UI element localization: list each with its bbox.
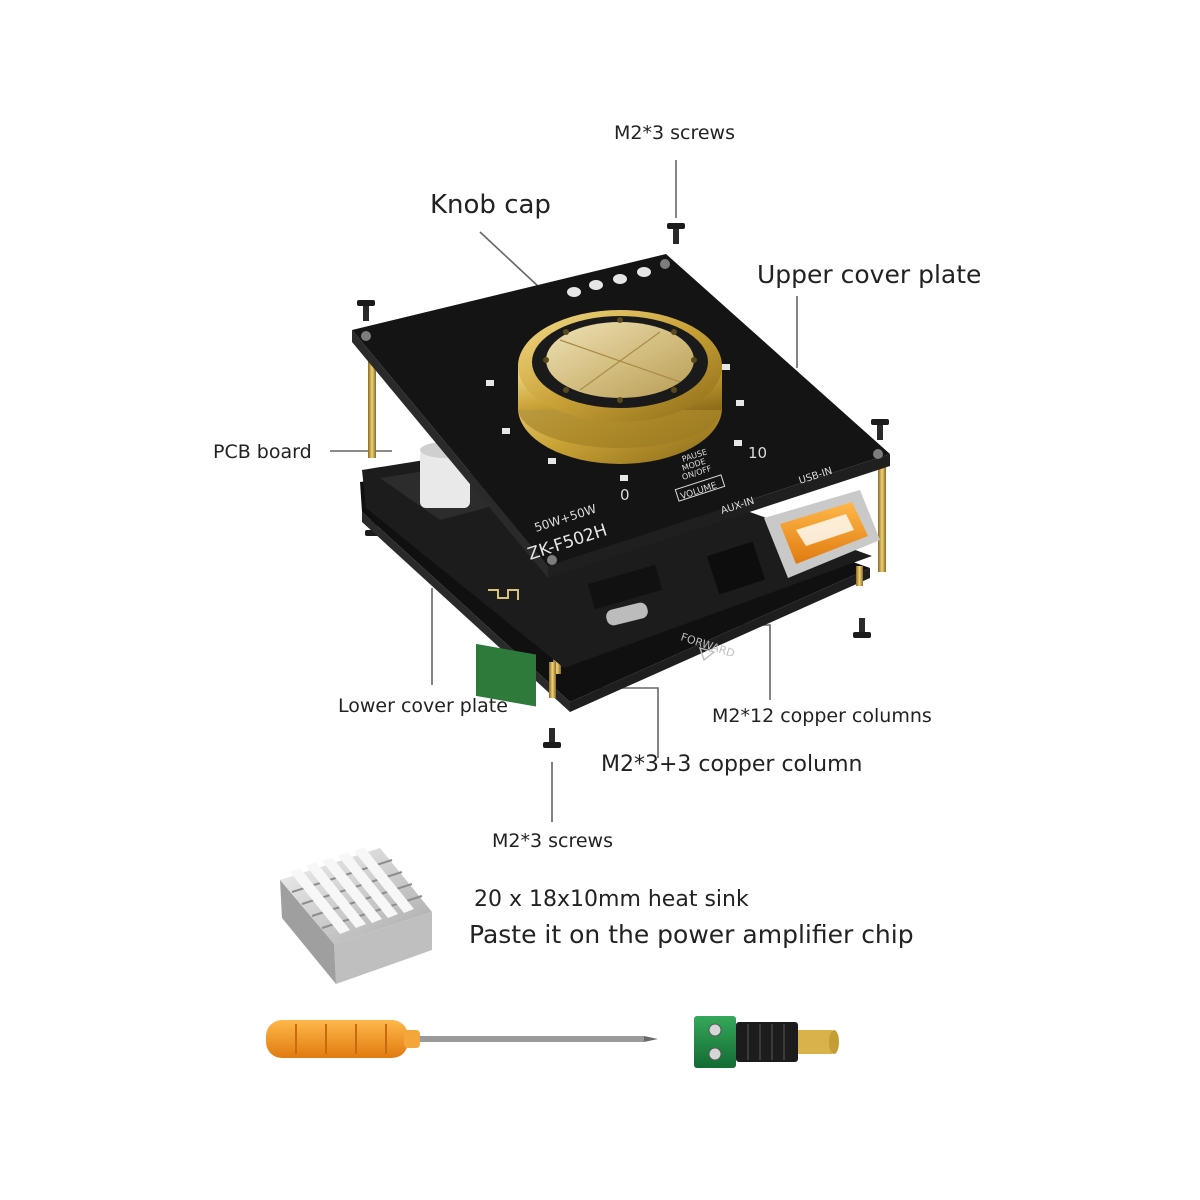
label-heat-sink-note: Paste it on the power amplifier chip — [469, 920, 914, 949]
usb-port — [764, 490, 880, 578]
label-pcb-board: PCB board — [213, 441, 312, 463]
knob-cap — [518, 310, 722, 464]
copper-column — [549, 662, 556, 698]
mount-hole — [547, 555, 557, 565]
label-top-screws: M2*3 screws — [614, 122, 735, 144]
screws — [357, 223, 889, 748]
volume-scale-dots — [486, 364, 744, 481]
mount-hole — [361, 331, 371, 341]
crystal — [606, 602, 648, 626]
label-upper-cover-plate: Upper cover plate — [757, 260, 982, 289]
ic-chip — [587, 564, 663, 610]
copper-column — [856, 566, 863, 586]
label-copper-column-3-3: M2*3+3 copper column — [601, 752, 863, 777]
label-lower-cover-plate: Lower cover plate — [338, 695, 508, 717]
dc-connector-icon — [694, 1016, 839, 1068]
copper-column — [878, 460, 886, 572]
label-heat-sink-size: 20 x 18x10mm heat sink — [474, 887, 749, 912]
bluetooth-module — [476, 643, 536, 707]
screw-icon — [853, 618, 871, 638]
mount-hole — [660, 259, 670, 269]
mount-hole — [873, 449, 883, 459]
screwdriver-icon — [266, 1020, 658, 1058]
scale-min-label: 0 — [620, 486, 630, 504]
label-knob-cap: Knob cap — [430, 190, 551, 220]
scale-max-label: 10 — [748, 444, 767, 462]
screw-icon — [357, 300, 375, 321]
aux-jack — [706, 541, 766, 595]
copper-column — [368, 358, 376, 458]
label-bottom-screws: M2*3 screws — [492, 830, 613, 852]
screw-icon — [543, 728, 561, 748]
screw-icon — [667, 223, 685, 244]
button-holes — [567, 267, 651, 297]
label-copper-columns-12: M2*12 copper columns — [712, 705, 932, 727]
forward-arrow-icon — [698, 646, 716, 662]
heat-sink — [280, 847, 432, 984]
screw-icon — [871, 419, 889, 440]
